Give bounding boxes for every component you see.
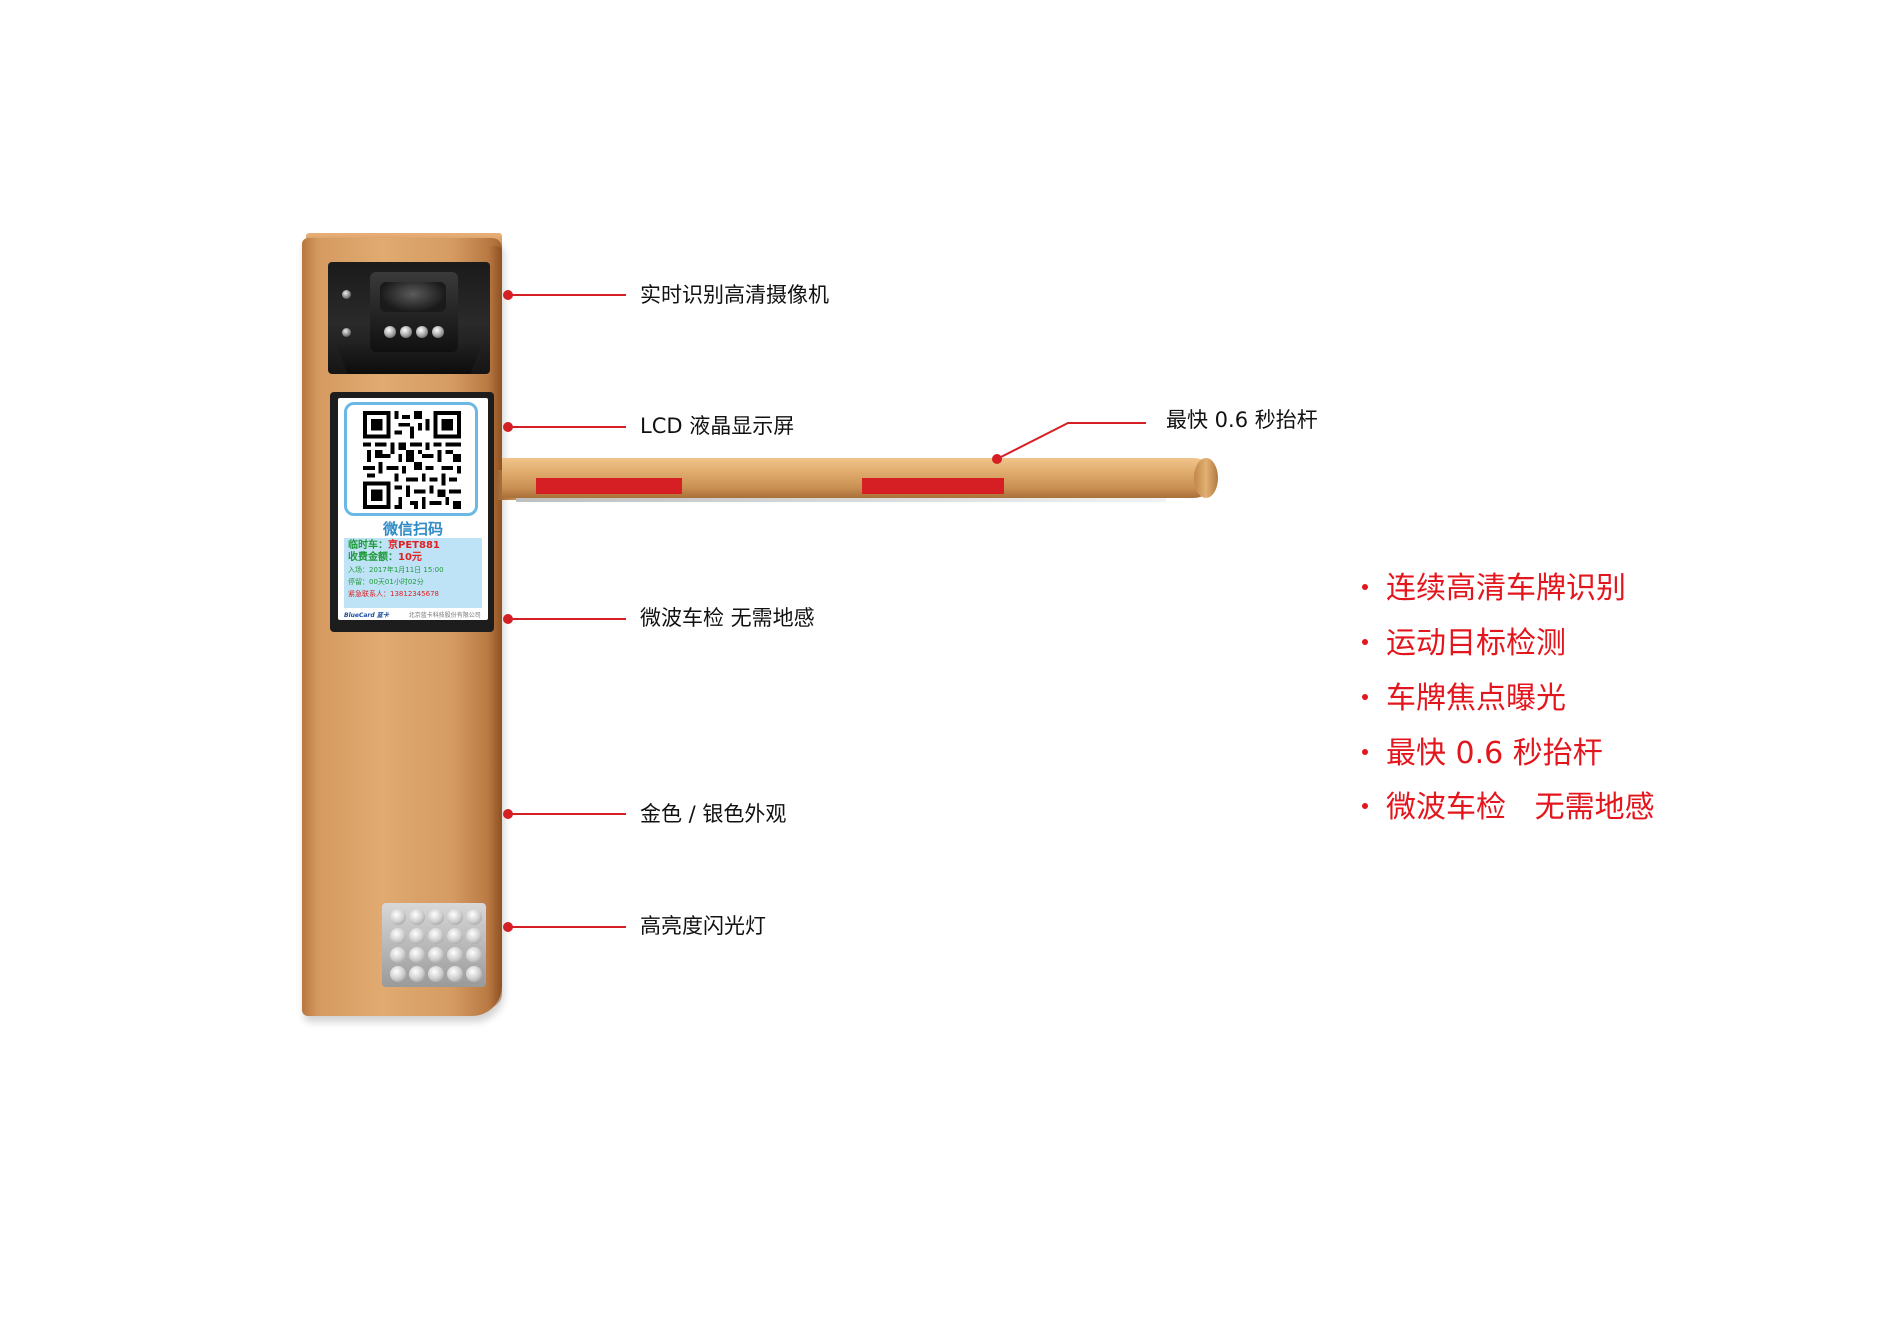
- camera-indicator-icon: [342, 290, 351, 299]
- flash-led-icon: [409, 909, 425, 925]
- callout-line: [508, 926, 626, 928]
- flash-led-icon: [390, 966, 406, 982]
- lcd-screen: 微信扫码 临时车：京PET881 收费金额：10元 入场：2017年1月11日 …: [338, 398, 488, 620]
- flash-light-panel: [382, 903, 486, 987]
- callout-arm-speed: 最快 0.6 秒抬杆: [1166, 408, 1318, 432]
- flash-led-icon: [466, 966, 482, 982]
- ir-led-icon: [400, 326, 412, 338]
- flash-led-icon: [447, 947, 463, 963]
- callout-lcd: LCD 液晶显示屏: [640, 414, 795, 438]
- ir-led-icon: [432, 326, 444, 338]
- callout-microwave: 微波车检 无需地感: [640, 606, 815, 630]
- flash-led-icon: [447, 928, 463, 944]
- callout-finish: 金色 / 银色外观: [640, 802, 787, 826]
- arm-red-stripe: [536, 478, 682, 494]
- lcd-footer: BlueCard 蓝卡北京蓝卡科技股份有限公司: [344, 612, 481, 619]
- lcd-entry-row: 入场：2017年1月11日 15:00: [348, 566, 444, 574]
- bullet-icon: [1362, 693, 1368, 700]
- flash-led-icon: [466, 909, 482, 925]
- bullet-icon: [1362, 583, 1368, 590]
- flash-led-icon: [447, 966, 463, 982]
- flash-led-icon: [428, 966, 444, 982]
- camera-lens-icon: [380, 282, 446, 312]
- callout-line: [508, 813, 626, 815]
- lcd-duration-row: 停留：00天01小时02分: [348, 578, 424, 586]
- callout-flash: 高亮度闪光灯: [640, 914, 766, 938]
- callout-camera: 实时识别高清摄像机: [640, 283, 829, 307]
- bullet-icon: [1362, 638, 1368, 645]
- callout-line: [508, 618, 626, 620]
- qr-code-icon: [363, 411, 461, 509]
- qr-frame: [344, 402, 478, 516]
- flash-led-icon: [466, 928, 482, 944]
- flash-led-icon: [466, 947, 482, 963]
- flash-led-icon: [428, 928, 444, 944]
- lcd-fee-row: 收费金额：10元: [348, 552, 422, 563]
- lcd-contact-row: 紧急联系人：13812345678: [348, 590, 439, 598]
- flash-led-icon: [428, 947, 444, 963]
- ir-led-icon: [416, 326, 428, 338]
- flash-led-icon: [390, 909, 406, 925]
- lcd-plate-row: 临时车：京PET881: [348, 540, 440, 551]
- callout-line: [508, 294, 626, 296]
- boom-arm-end-cap: [1194, 458, 1218, 498]
- feature-item: 运动目标检测: [1362, 626, 1566, 662]
- feature-item: 车牌焦点曝光: [1362, 681, 1566, 717]
- camera-indicator-icon: [342, 328, 351, 337]
- flash-led-icon: [428, 909, 444, 925]
- flash-led-icon: [409, 947, 425, 963]
- arm-red-stripe: [862, 478, 1004, 494]
- ir-led-icon: [384, 326, 396, 338]
- flash-led-icon: [390, 928, 406, 944]
- bullet-icon: [1362, 802, 1368, 809]
- feature-item: 最快 0.6 秒抬杆: [1362, 736, 1603, 772]
- flash-led-icon: [409, 966, 425, 982]
- callout-line: [508, 426, 626, 428]
- flash-led-icon: [390, 947, 406, 963]
- flash-led-icon: [447, 909, 463, 925]
- feature-item: 连续高清车牌识别: [1362, 571, 1626, 607]
- callout-line: [996, 422, 1146, 460]
- bullet-icon: [1362, 748, 1368, 755]
- lcd-title: 微信扫码: [382, 520, 443, 538]
- lcd-info-panel: 临时车：京PET881 收费金额：10元 入场：2017年1月11日 15:00…: [344, 538, 482, 608]
- arm-shadow: [516, 498, 1166, 502]
- flash-led-icon: [409, 928, 425, 944]
- feature-item: 微波车检 无需地感: [1362, 790, 1655, 826]
